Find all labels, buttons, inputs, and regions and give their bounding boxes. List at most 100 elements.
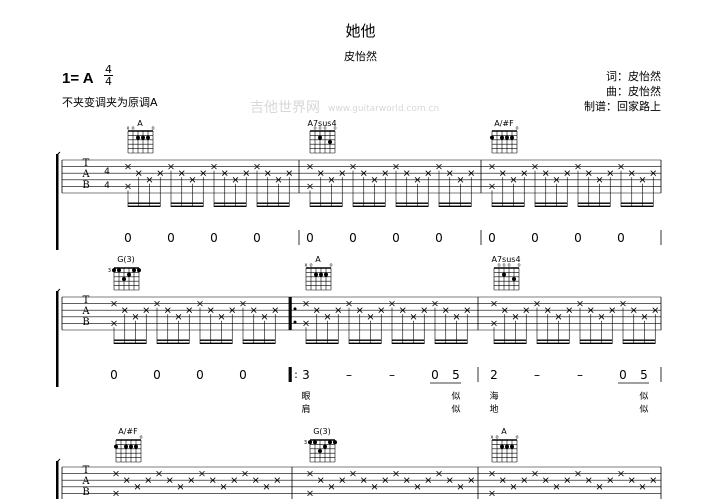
x-notehead [360, 170, 367, 176]
x-notehead [261, 314, 268, 320]
chord-open-marker: o [139, 435, 142, 441]
tab-note [356, 307, 363, 344]
tab-note [652, 307, 659, 344]
tab-clef-letter: A [81, 169, 90, 180]
beam [128, 205, 161, 207]
tab-note [177, 484, 184, 490]
chord-diagram: o [114, 435, 143, 463]
system-brace [57, 151, 61, 250]
tab-note [609, 307, 616, 344]
x-notehead [618, 163, 624, 170]
tab-note [577, 300, 583, 344]
chord-name: A/#F [494, 119, 514, 128]
song-title: 她他 [345, 22, 376, 40]
tab-note [200, 170, 207, 207]
tab-note [521, 477, 528, 483]
chord-dot [137, 268, 141, 273]
notation-note: 0 [196, 368, 204, 382]
lyric-syllable: 地 [489, 403, 498, 415]
beam [535, 202, 568, 204]
x-notehead-bass [303, 320, 309, 327]
notation-note: 5 [452, 368, 460, 382]
lyric-syllable: 似 [451, 391, 460, 402]
beam [310, 202, 343, 204]
beam [349, 342, 382, 344]
x-notehead [403, 477, 410, 483]
system-brace [57, 458, 61, 499]
tab-clef-letter: T [83, 295, 90, 306]
tab-note [532, 163, 538, 207]
tab-clef-letter: T [83, 158, 90, 169]
tab-note [393, 163, 399, 207]
tab-clef-letter: T [83, 465, 90, 476]
x-notehead [393, 163, 399, 170]
tab-note [263, 484, 270, 490]
x-notehead [532, 163, 538, 170]
x-notehead [523, 307, 530, 313]
tab-note [274, 477, 281, 483]
tab-note [272, 307, 279, 344]
chord-name: A [501, 427, 507, 436]
x-notehead [382, 477, 389, 483]
x-notehead [188, 477, 195, 483]
composer-credit: 曲：皮怡然 [606, 85, 661, 98]
chord-dot [505, 135, 509, 140]
x-notehead [432, 300, 438, 307]
x-notehead [598, 314, 605, 320]
chord-dot [500, 444, 504, 449]
notation-note: 0 [617, 231, 625, 245]
chord-dot [323, 444, 327, 449]
x-notehead [587, 307, 594, 313]
time-signature-top: 4 [105, 63, 112, 76]
x-notehead [143, 307, 150, 313]
x-notehead [307, 163, 313, 170]
chord-name: G(3) [117, 255, 135, 264]
x-notehead [317, 477, 324, 483]
chord-open-marker: o [329, 263, 332, 269]
tab-note [313, 307, 320, 344]
beam [257, 202, 290, 204]
repeat-dot [293, 320, 297, 324]
tab-note [243, 170, 250, 207]
tab-note [382, 477, 389, 483]
x-notehead [367, 314, 374, 320]
tab-note [135, 170, 142, 207]
chord-open-marker: o [515, 435, 518, 441]
x-notehead [639, 177, 646, 183]
chord-dot [510, 135, 514, 140]
chord-name: A7sus4 [307, 119, 336, 128]
tab-note [303, 300, 309, 344]
tab-note [389, 300, 395, 344]
beam [243, 339, 276, 341]
x-notehead [263, 484, 270, 490]
beam [310, 205, 343, 207]
tab-note [499, 170, 506, 207]
x-notehead [544, 307, 551, 313]
x-notehead [220, 484, 227, 490]
beam [114, 339, 147, 341]
tab-note [207, 307, 214, 344]
tab-note [350, 163, 356, 207]
x-notehead [274, 477, 281, 483]
x-notehead [521, 477, 528, 483]
tab-clef-letter: A [81, 476, 90, 487]
chord-name: A/#F [118, 427, 138, 436]
tab-note [231, 477, 238, 483]
tab-note [403, 170, 410, 207]
x-notehead [620, 300, 626, 307]
tab-note [575, 470, 581, 477]
chord-open-marker: o [333, 126, 336, 132]
beam [578, 202, 611, 204]
x-notehead [585, 477, 592, 483]
tab-time-sig-top: 4 [104, 167, 110, 177]
x-notehead [521, 170, 528, 176]
x-notehead [468, 477, 475, 483]
x-notehead [542, 170, 549, 176]
x-notehead [371, 177, 378, 183]
notation-note: 2 [490, 368, 498, 382]
tab-clef-letter: A [81, 306, 90, 317]
tab-note [143, 307, 150, 344]
tab-note [229, 307, 236, 344]
x-notehead [189, 177, 196, 183]
